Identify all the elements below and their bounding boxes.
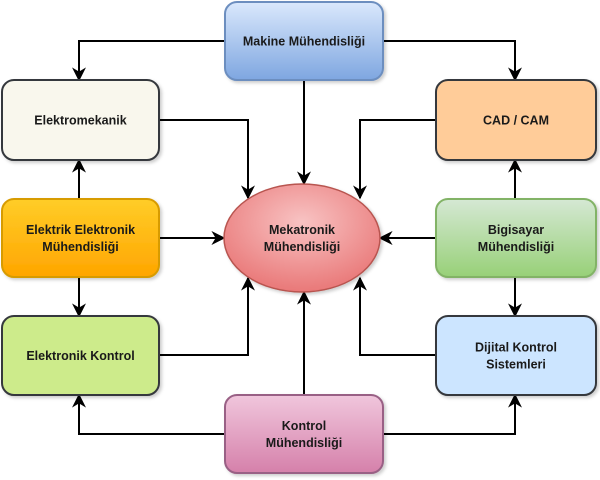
node-dijital-kontrol-box: [435, 315, 597, 396]
edges-layer: [72, 40, 522, 435]
node-makine-box: [224, 1, 384, 81]
makine-label-line-1: Makine Mühendisliği: [243, 35, 365, 49]
node-cad-cam: CAD / CAM: [435, 79, 597, 161]
nodes-layer: Makine MühendisliğiElektromekanikElektri…: [1, 1, 597, 474]
elektrik-label-line-1: Elektrik Elektronik: [26, 223, 135, 237]
arrow-kontrol-to-elektronik-kontrol: [72, 393, 225, 435]
cad-cam-label-line-1: CAD / CAM: [483, 114, 549, 128]
dijital-kontrol-label-line-2: Sistemleri: [486, 358, 546, 372]
kontrol-label-line-1: Kontrol: [282, 419, 326, 433]
node-elektromekanik-box: [1, 79, 160, 161]
arrow-makine-to-elektromekanik: [72, 40, 225, 82]
elektromekanik-label-line-1: Elektromekanik: [34, 114, 126, 128]
arrow-elektronik-kontrol-to-mekatronik: [159, 276, 255, 356]
mekatronik-label-line-2: Mühendisliği: [264, 240, 340, 254]
node-elektromekanik: Elektromekanik: [1, 79, 160, 161]
elektrik-label-line-2: Mühendisliği: [42, 240, 118, 254]
elektronik-kontrol-label-line-1: Elektronik Kontrol: [26, 349, 134, 363]
dijital-kontrol-label-line-1: Dijital Kontrol: [475, 341, 557, 355]
node-kontrol-box: [224, 394, 384, 474]
arrow-makine-to-cad-cam: [383, 40, 522, 82]
node-makine: Makine Mühendisliği: [224, 1, 384, 81]
node-elektronik-kontrol: Elektronik Kontrol: [1, 315, 160, 396]
node-cad-cam-box: [435, 79, 597, 161]
arrow-dijital-kontrol-to-mekatronik: [353, 276, 436, 356]
arrow-cad-cam-to-mekatronik: [353, 119, 436, 200]
arrow-kontrol-to-dijital-kontrol: [383, 393, 522, 435]
node-mekatronik-ellipse: [223, 183, 381, 293]
node-elektrik-box: [1, 198, 160, 278]
node-elektronik-kontrol-box: [1, 315, 160, 396]
node-bilgisayar-box: [435, 198, 597, 278]
bilgisayar-label-line-1: Bigisayar: [488, 223, 544, 237]
bilgisayar-label-line-2: Mühendisliği: [478, 240, 554, 254]
mekatronik-label-line-1: Mekatronik: [269, 223, 335, 237]
arrow-elektromekanik-to-mekatronik: [159, 119, 255, 200]
kontrol-label-line-2: Mühendisliği: [266, 436, 342, 450]
